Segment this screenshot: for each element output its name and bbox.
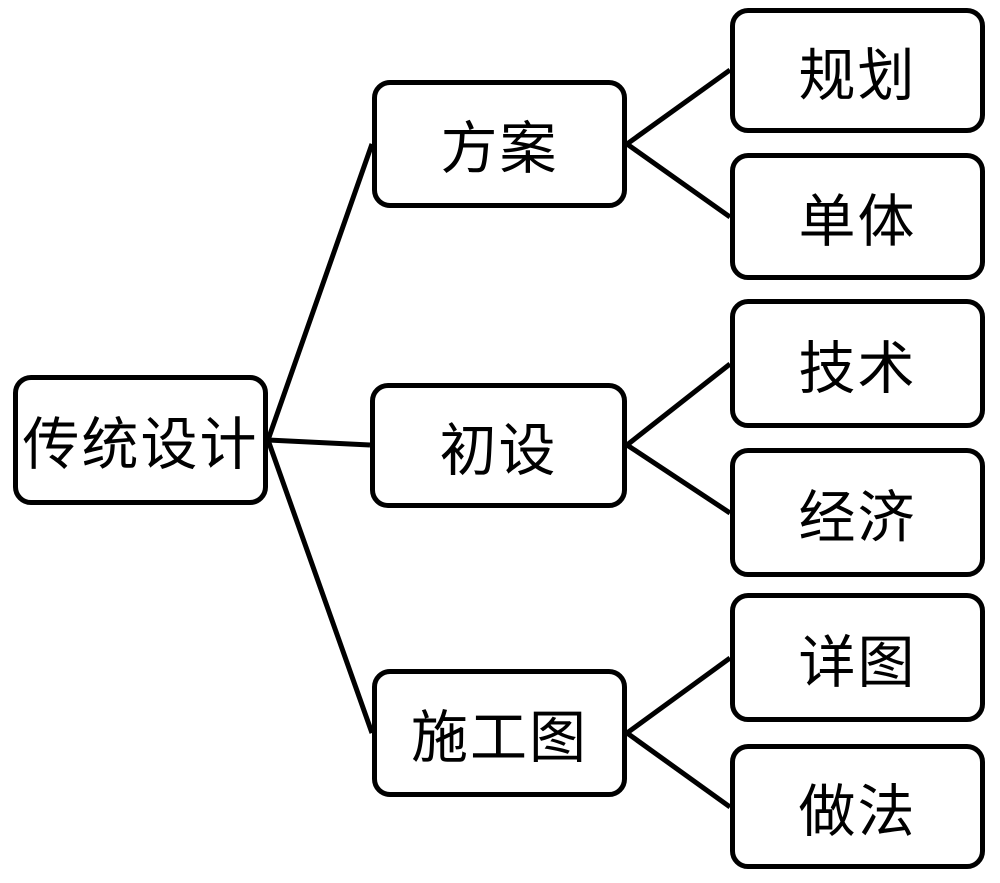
node-label: 施工图 — [411, 705, 588, 771]
node-traditional-design: 传统设计 — [13, 375, 268, 505]
connector-chushe-jishu — [625, 362, 732, 447]
node-label: 单体 — [798, 188, 917, 255]
connector-root-fangan — [265, 143, 375, 441]
connector-chushe-jingji — [625, 442, 732, 516]
node-label: 传统设计 — [22, 412, 259, 478]
connector-fangan-danti — [625, 141, 732, 220]
connector-shigongtu-zuofa — [625, 730, 732, 810]
node-label: 做法 — [798, 778, 917, 845]
node-label: 经济 — [798, 484, 917, 551]
connector-root-chushe — [267, 437, 371, 448]
node-detail-drawing: 详图 — [730, 593, 985, 722]
node-construction-drawing: 施工图 — [372, 669, 627, 797]
connector-fangan-guihua — [625, 67, 732, 147]
node-label: 规划 — [798, 42, 917, 109]
connector-shigongtu-xiangtu — [625, 655, 732, 736]
node-technology: 技术 — [730, 299, 985, 428]
node-label: 技术 — [798, 335, 917, 402]
node-preliminary-design: 初设 — [370, 383, 627, 508]
node-method: 做法 — [730, 744, 985, 869]
node-label: 方案 — [440, 116, 559, 182]
node-economy: 经济 — [730, 448, 985, 577]
node-planning: 规划 — [730, 8, 985, 133]
connector-root-shigongtu — [265, 439, 375, 734]
node-label: 初设 — [439, 417, 558, 484]
node-label: 详图 — [798, 629, 917, 696]
node-scheme: 方案 — [372, 80, 627, 208]
node-single-building: 单体 — [730, 153, 985, 280]
